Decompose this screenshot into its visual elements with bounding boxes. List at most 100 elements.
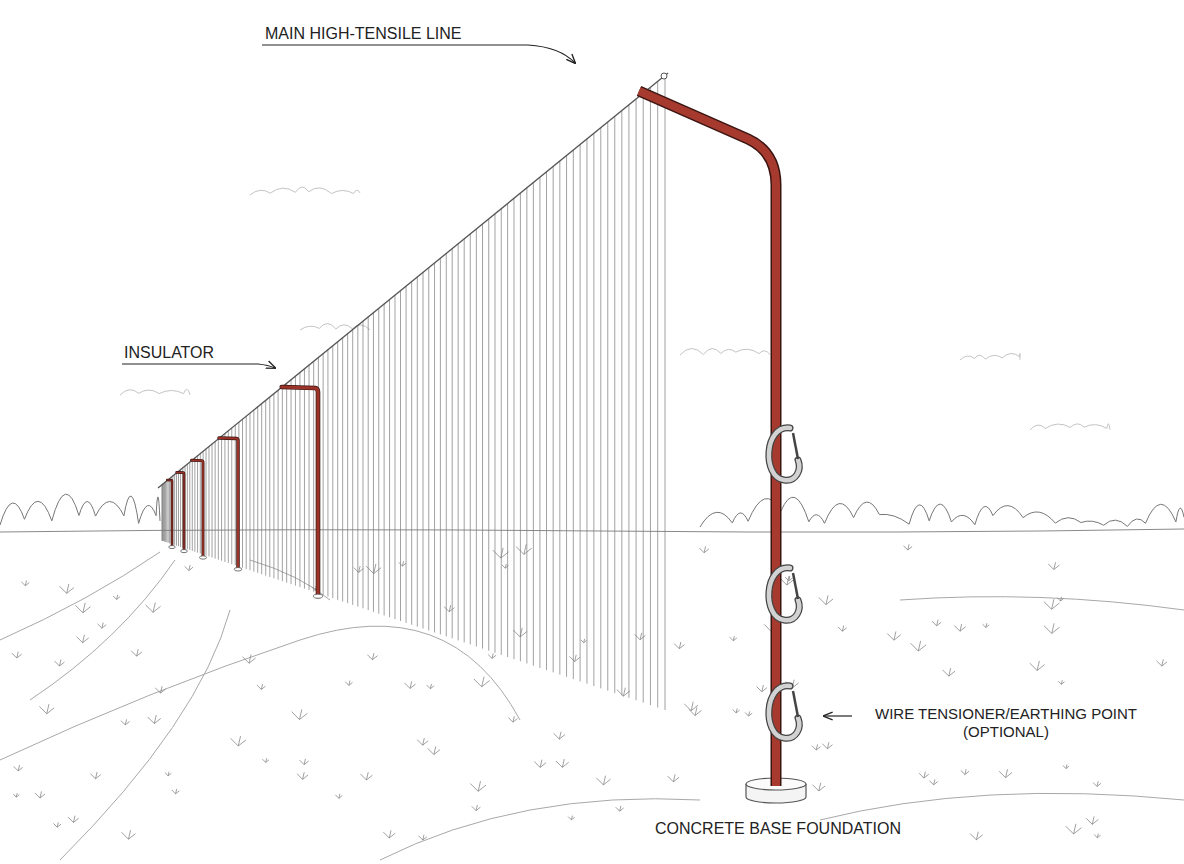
fence-wire [533, 182, 534, 665]
fence-wire [249, 413, 250, 571]
grass-tuft [569, 655, 579, 662]
fence-wire [566, 155, 567, 676]
fence-wire [162, 484, 163, 541]
grass-tuft [556, 759, 569, 767]
grass-tuft [674, 642, 684, 649]
fence-wire [323, 353, 324, 595]
fence-wire [269, 397, 270, 577]
grass-tuft [145, 603, 160, 613]
grass-tuft [668, 774, 679, 781]
grass-tuft [684, 702, 698, 711]
fence-wire [628, 105, 629, 698]
fence-post [282, 387, 318, 596]
ground-track [0, 552, 160, 640]
fence-wire [406, 286, 407, 623]
fence-wire [368, 317, 369, 610]
grass-tuft [354, 566, 364, 572]
grass-tuft [1030, 661, 1045, 671]
grass-tuft [444, 605, 454, 612]
fence-wire [162, 484, 163, 540]
fence-wire [657, 81, 658, 707]
grass-tuft [113, 595, 120, 600]
hook-outline [769, 568, 799, 620]
grass-tuft [427, 684, 434, 689]
fence-wire [378, 308, 379, 614]
ground-track [60, 610, 230, 860]
grass-tuft [155, 686, 166, 693]
grass-tuft [1066, 824, 1082, 834]
fence-wire [176, 473, 177, 546]
fence-wire [286, 383, 287, 583]
cloud [250, 187, 360, 195]
fence-wire [513, 198, 514, 659]
fence-wire [389, 299, 390, 617]
grass-tuft [534, 760, 546, 768]
fence-wire [253, 410, 254, 572]
horizon-line [0, 529, 1184, 532]
grass-tuft [12, 652, 22, 658]
fence-wire [194, 458, 195, 552]
grass-tuft [262, 758, 269, 762]
fence-wire [291, 379, 292, 584]
fence-wire [164, 482, 165, 541]
fence-wire [309, 365, 310, 590]
ground-track [30, 560, 175, 700]
fence-wire [440, 258, 441, 634]
fence-wire [580, 144, 581, 681]
fence-wire [464, 239, 465, 643]
grass-tuft [131, 649, 142, 656]
fence-wire [221, 436, 222, 561]
fence-wire [452, 248, 453, 638]
grass-tuft [903, 544, 912, 550]
fence-wire [446, 253, 447, 636]
fence-wire [231, 428, 232, 565]
ground-track [820, 793, 1184, 820]
fence-wire [168, 479, 169, 542]
fence-wire [169, 478, 170, 543]
grass-tuft [257, 684, 265, 689]
grass-tuft [472, 805, 481, 811]
wire-tensioner-hook [769, 686, 799, 738]
fence-wire [643, 93, 644, 703]
grass-tuft [554, 732, 565, 739]
fence-wire [586, 139, 587, 684]
grass-tuft [121, 830, 135, 839]
fence-wire [665, 75, 666, 710]
grass-tuft [919, 772, 929, 778]
fence-wire [166, 480, 167, 542]
grass-tuft [822, 742, 832, 749]
fence-wire [400, 290, 401, 621]
fence-wire [327, 349, 328, 596]
hook-outline [769, 428, 799, 480]
post-outline [639, 91, 776, 786]
grass-tuft [581, 639, 587, 643]
fence-wire [304, 368, 305, 588]
post-outline [282, 387, 318, 596]
grass-tuft [1057, 597, 1063, 601]
fence-wire [200, 453, 201, 553]
ground-track [0, 626, 520, 760]
grass-tuft [35, 791, 45, 798]
fence-wire [458, 244, 459, 641]
fence-wire [470, 234, 471, 645]
wire-tensioner-hook [769, 428, 799, 480]
fence-wire [208, 446, 209, 556]
grass-tuft [838, 626, 847, 632]
cloud [680, 348, 770, 355]
grass-tuft [1044, 623, 1060, 633]
post-base [313, 594, 322, 598]
post-base [181, 549, 188, 552]
fence-wire [428, 267, 429, 630]
fence-wire [197, 455, 198, 552]
fence-wire [553, 166, 554, 672]
cloud [960, 353, 1020, 360]
fence-wire [621, 110, 622, 695]
grass-tuft [929, 779, 937, 784]
grass-tuft [428, 747, 440, 755]
fence-wire [178, 471, 179, 546]
grass-tuft [961, 769, 969, 774]
fence-wire [593, 133, 594, 686]
leader-line [824, 715, 852, 716]
grass-tuft [165, 772, 171, 776]
fence-wire [228, 430, 229, 563]
